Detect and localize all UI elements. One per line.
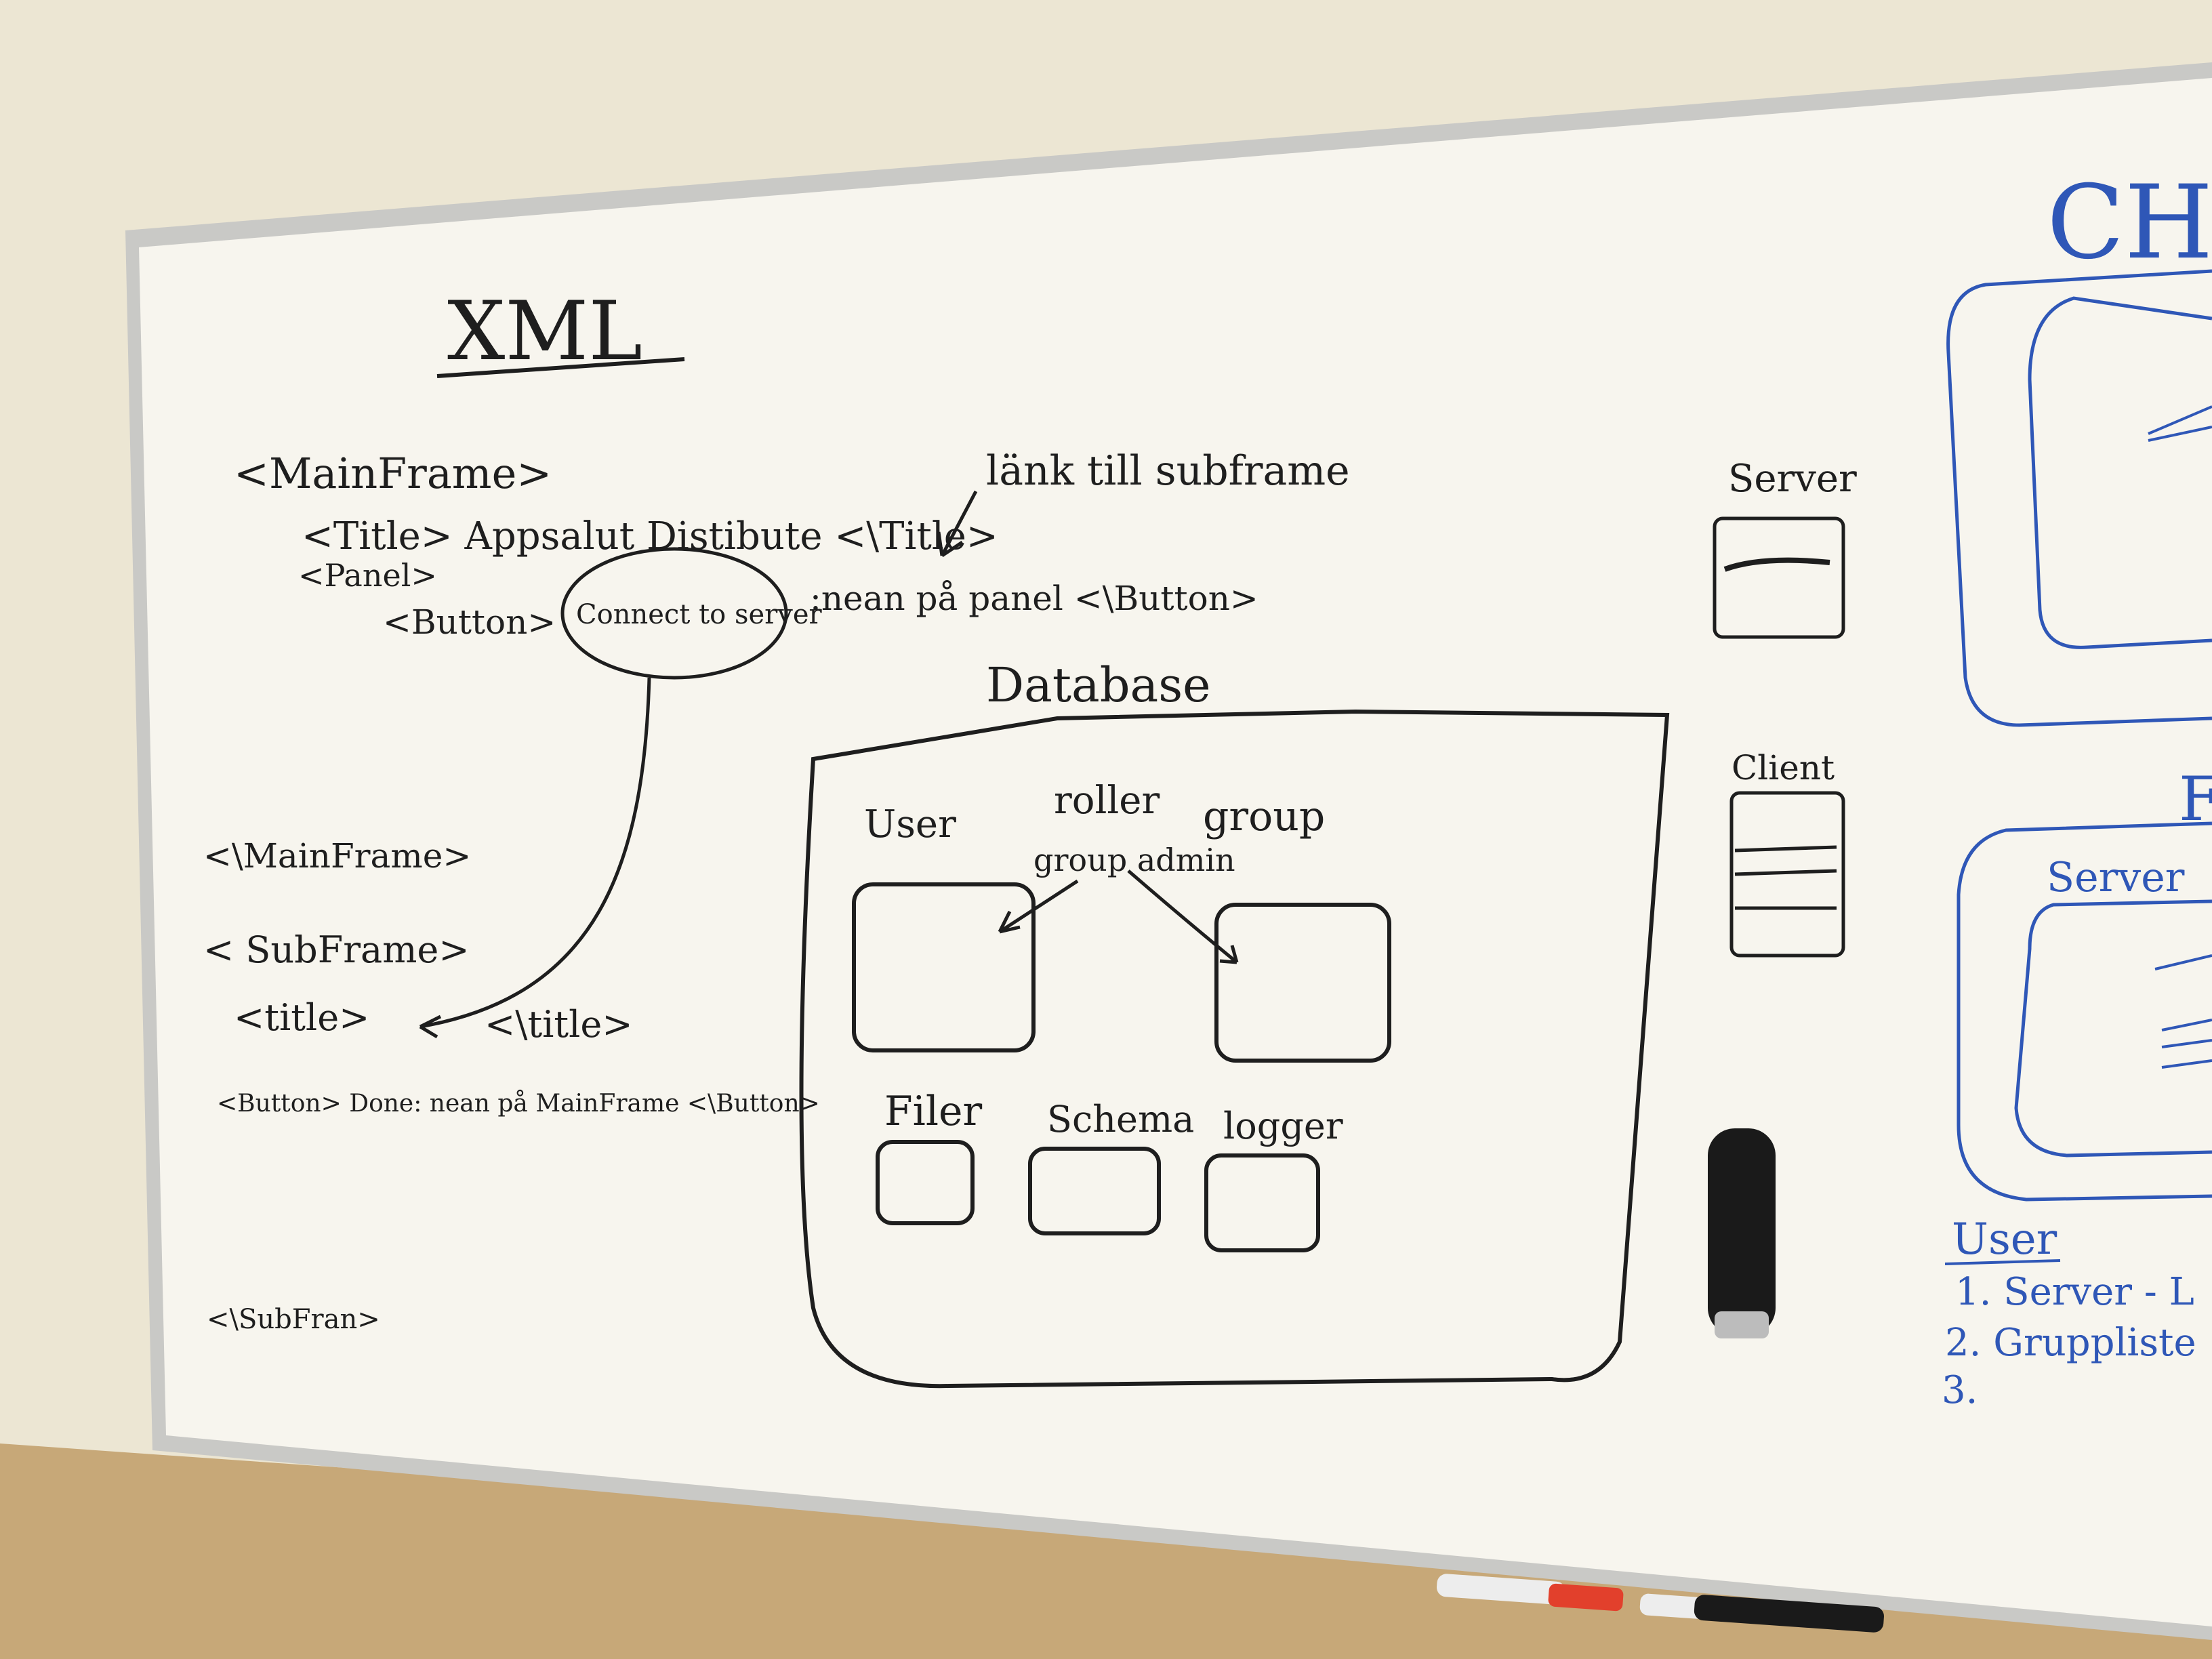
database-section: Database User roller group admin group F… [799,657,1670,1389]
blue-inner-frame-top [2028,296,2212,649]
blue-list-item-1: 1. Server - L [1955,1270,2194,1314]
label-roller: roller [1054,779,1160,823]
xml-line-title-close: <\title> [485,1003,633,1046]
group-table-box [1214,903,1391,1063]
blue-list-item-2: 2. Gruppliste [1945,1321,2196,1365]
blue-server-label: Server [2047,854,2185,901]
whiteboard-surface [139,78,2212,1626]
roller-arrow-right [1127,869,1239,964]
label-group: group [1203,793,1325,840]
marker-tray [1436,1574,1884,1633]
label-user: User [864,802,956,846]
label-logger: logger [1223,1105,1343,1147]
logger-table-box [1204,1153,1320,1252]
blue-arrows-top [2148,405,2212,442]
xml-line-title-open: <title> [234,996,369,1039]
xml-line-panel: <Panel> [298,557,437,594]
blue-outer-frame-top [1946,269,2212,727]
roller-arrow-left [998,879,1079,934]
xml-line-mainframe: <MainFrame> [234,449,552,498]
xml-heading-underline [436,357,685,378]
blue-heading-partial: CH [2047,164,2212,282]
client-label: Client [1732,748,1835,787]
database-outline [799,709,1670,1389]
blue-list-item-3: 3. [1942,1368,1978,1412]
link-curve-arrowhead [419,1015,442,1039]
link-annotation: länk till subframe [986,447,1350,495]
server-label: Server [1728,457,1857,501]
schema-table-box [1028,1147,1161,1235]
xml-line-subframe: < SubFrame> [203,928,470,971]
server-box-scribble [1723,557,1830,572]
label-group-admin: group admin [1033,842,1235,878]
xml-line-button-end: :nean på panel <\Button> [810,579,1258,618]
user-table-box [852,882,1036,1052]
link-curve [419,677,651,1029]
label-schema: Schema [1047,1098,1194,1141]
blue-section: CH F Server User 1. Server - L 2. Gruppl… [1942,164,2212,1412]
blue-user-underline [1944,1259,2061,1265]
label-filer: Filer [884,1088,983,1135]
black-marker [1639,1593,1884,1633]
blue-user-heading: User [1952,1214,2057,1265]
blue-outer-frame-bottom [1957,821,2212,1202]
xml-line-mainframe-end: <\MainFrame> [203,836,471,876]
server-box [1713,516,1845,639]
xml-line-subframe-end: <\SubFran> [207,1304,380,1335]
filer-table-box [876,1140,975,1225]
blue-inner-frame-bottom [2014,899,2212,1158]
red-marker [1436,1574,1624,1612]
eraser [1708,1128,1776,1338]
annotation-arrow [937,490,978,558]
blue-arrows-bottom [2154,954,2212,1069]
client-box-lines [1734,845,1837,910]
connect-bubble-text: Connect to server [576,599,823,630]
xml-section: XML <MainFrame> <Title> Appsalut Distibu… [203,285,1350,1335]
xml-line-button: <Button> [383,602,556,642]
server-client-section: Server Client [1713,457,1857,958]
database-title: Database [986,657,1211,713]
client-box [1729,791,1845,958]
xml-line-done-button: <Button> Done: nean på MainFrame <\Butto… [217,1090,820,1118]
connect-bubble [560,547,788,680]
